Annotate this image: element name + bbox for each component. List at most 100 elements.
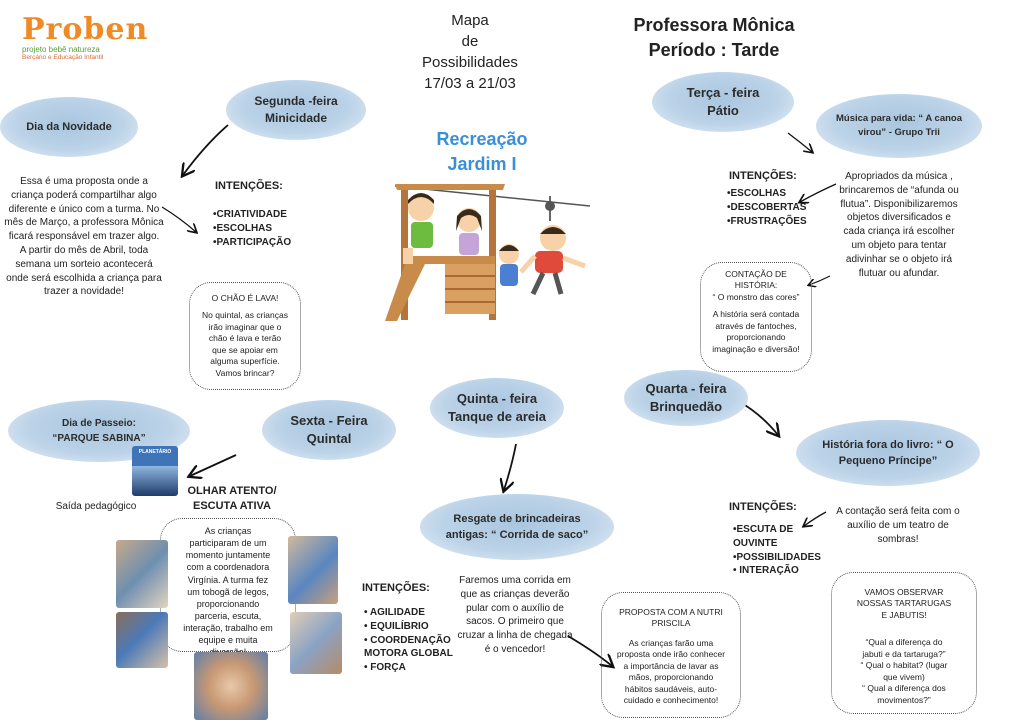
box-line: momento juntamente: [185, 550, 271, 561]
monday-desc-line: A partir do mês de Abril, toda: [19, 244, 149, 256]
monday-desc-line: trazer a novidade!: [43, 286, 125, 298]
box-line: Virgínia. A turma fez: [187, 574, 269, 585]
logo-subtitle-2: Berçário e Educação Infantil: [22, 54, 104, 61]
monday-description: Essa é uma proposta onde a criança poder…: [0, 175, 170, 299]
box-line: VAMOS OBSERVAR: [864, 587, 944, 597]
monday-desc-line: Essa é uma proposta onde a: [20, 176, 148, 187]
box-line: [608, 630, 734, 638]
box-line: O CHÃO É LAVA!: [211, 293, 279, 303]
wednesday-description: A contação será feita com o auxílio de u…: [818, 505, 978, 546]
box-line: “ O monstro das cores”: [712, 291, 800, 302]
planetarium-photo-label: PLANETÁRIO: [138, 449, 172, 455]
box-line: parceria, escuta,: [194, 610, 262, 621]
box-line: CONTAÇÃO DE: [725, 269, 787, 279]
center-title-line1: Recreação: [436, 129, 528, 149]
intention-item: •ESCUTA DE: [733, 524, 794, 535]
tuesday-day: Terça - feira: [686, 85, 760, 100]
tuesday-box: CONTAÇÃO DE HISTÓRIA: “ O monstro das co…: [700, 262, 812, 372]
wednesday-desc-line: auxílio de um teatro de: [847, 519, 949, 531]
intention-item: • INTERAÇÃO: [733, 565, 799, 577]
tuesday-desc-line: flutuar ou afundar.: [858, 267, 940, 279]
monday-place: Minicidade: [264, 111, 327, 125]
center-title: Recreação Jardim I: [410, 127, 554, 177]
intention-item: •FRUSTRAÇÕES: [727, 215, 807, 227]
cloud-thursday-activity: Resgate de brincadeiras antigas: “ Corri…: [420, 494, 614, 560]
box-line: As crianças farão uma: [628, 637, 714, 648]
friday-box: As crianças participaram de um momento j…: [160, 518, 296, 657]
thursday-intentions-title: INTENÇÕES:: [362, 582, 430, 594]
box-line: movimentos?”: [877, 694, 931, 705]
friday-heading-2: ESCUTA ATIVA: [192, 500, 271, 512]
cloud-wednesday-story: História fora do livro: “ O Pequeno Prín…: [796, 420, 980, 486]
logo: Proben projeto bebê natureza Berçário e …: [22, 14, 162, 64]
box-line: um tobogã de legos,: [187, 586, 269, 597]
tuesday-desc-line: cada criança irá escolher: [843, 226, 955, 238]
tuesday-desc-line: flutua”. Disponibilizaremos: [840, 198, 958, 210]
cloud-monday-activity: Dia da Novidade: [0, 97, 138, 157]
box-line: participaram de um: [189, 538, 267, 549]
thursday-intentions: • AGILIDADE • EQUILÍBRIO • COORDENAÇÃO M…: [364, 606, 453, 675]
box-line: cuidado e conhecimento!: [623, 695, 719, 706]
monday-desc-line: ficará responsável em trazer algo.: [8, 231, 160, 243]
tuesday-desc-line: adivinhar se o objeto irá: [845, 253, 953, 265]
box-line: que vivem): [883, 671, 925, 682]
box-line: que se apoiar em: [212, 344, 278, 355]
intention-item: •PARTICIPAÇÃO: [213, 236, 292, 248]
cloud-tuesday: Terça - feira Pátio: [652, 72, 794, 132]
tuesday-intentions: •ESCOLHAS •DESCOBERTAS •FRUSTRAÇÕES: [727, 187, 807, 228]
thursday-desc-line: cruzar a linha de chegada: [457, 630, 573, 642]
tuesday-place: Pátio: [707, 103, 739, 118]
center-title-line2: Jardim I: [447, 154, 517, 174]
cloud-wednesday: Quarta - feira Brinquedão: [624, 370, 748, 426]
activity-photo: [288, 536, 338, 604]
box-line: Vamos brincar?: [215, 367, 275, 378]
box-line: NOSSAS TARTARUGAS: [856, 598, 952, 609]
wednesday-day: Quarta - feira: [645, 381, 727, 396]
teacher-block: Professora Mônica Período : Tarde: [606, 13, 822, 63]
friday-outing-2: “PARQUE SABINA”: [52, 433, 146, 444]
intention-item: • COORDENAÇÃO: [364, 634, 451, 646]
intention-item: • EQUILÍBRIO: [364, 620, 429, 632]
monday-desc-line: mês de Março, a professora Mônica: [4, 217, 164, 229]
monday-intentions-title: INTENÇÕES:: [215, 180, 283, 192]
box-line: alguma superfície.: [210, 356, 280, 367]
thursday-desc-line: que as crianças deverão: [460, 588, 570, 600]
monday-desc-line: criança poderá compartilhar algo: [11, 189, 157, 201]
tuesday-desc-line: um objeto para tentar: [851, 239, 947, 251]
logo-subtitle: projeto bebê natureza: [22, 45, 100, 54]
intention-item: •CRIATIVIDADE: [213, 209, 287, 220]
friday-outing-1: Dia de Passeio:: [62, 418, 136, 429]
intention-item: •ESCOLHAS: [213, 222, 273, 234]
intention-item: • FORÇA: [364, 662, 406, 674]
thursday-desc-line: é o vencedor!: [484, 643, 546, 655]
box-line: “ Qual a diferença dos: [862, 683, 946, 694]
tuesday-music-2: virou” - Grupo Trii: [858, 127, 940, 138]
tuesday-desc-line: brincaremos de “afunda ou: [839, 184, 959, 196]
box-line: equipe e muita: [198, 635, 258, 646]
thursday-activity-2: antigas: “ Corrida de saco”: [445, 529, 589, 541]
box-line: PROPOSTA COM A NUTRI: [619, 607, 723, 617]
tuesday-desc-line: objetos diversificados e: [847, 212, 951, 224]
thursday-desc-line: Faremos uma corrida em: [459, 575, 571, 586]
monday-intentions: •CRIATIVIDADE •ESCOLHAS •PARTICIPAÇÃO: [213, 208, 291, 249]
teacher-name: Professora Mônica: [633, 15, 795, 35]
wednesday-story-2: Pequeno Príncipe”: [838, 455, 938, 467]
thursday-desc-line: sacos. O primeiro que: [466, 616, 564, 628]
monday-desc-line: semana um sorteio acontecerá: [15, 258, 153, 270]
monday-activity: Dia da Novidade: [26, 121, 112, 133]
box-line: a importância de lavar as: [623, 660, 719, 671]
box-line: hábitos saudáveis, auto-: [624, 683, 718, 694]
box-line: E JABUTIS!: [881, 609, 927, 620]
planetarium-photo: PLANETÁRIO: [132, 446, 178, 496]
thursday-activity-1: Resgate de brincadeiras: [453, 513, 581, 525]
box-line: interação, trabalho em: [183, 623, 273, 634]
box-line: com a coordenadora: [186, 562, 270, 573]
intention-item: •ESCOLHAS: [727, 188, 787, 199]
monday-box: O CHÃO É LAVA! No quintal, as crianças i…: [189, 282, 301, 390]
monday-desc-line: onde será escolhida a criança para: [6, 272, 162, 284]
thursday-day: Quinta - feira: [456, 391, 538, 406]
activity-photo: [116, 612, 168, 668]
wednesday-story-1: História fora do livro: “ O: [822, 439, 954, 451]
map-dates: 17/03 a 21/03: [424, 75, 516, 92]
